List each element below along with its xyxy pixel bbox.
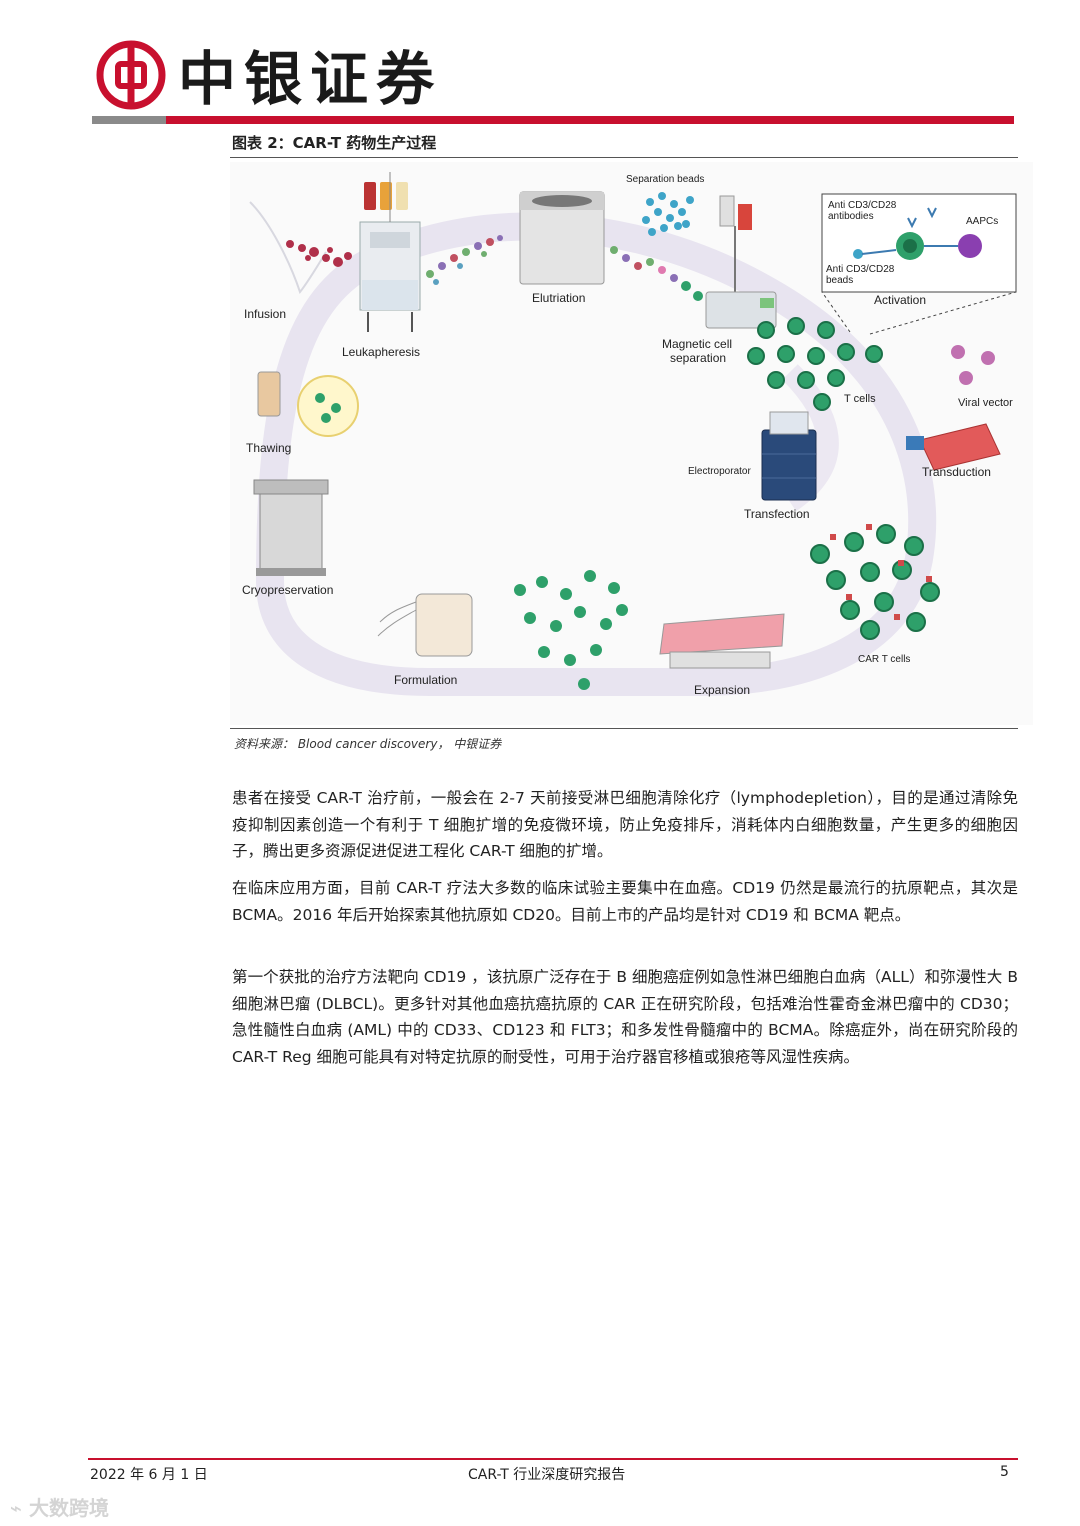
leukapheresis-machine xyxy=(360,172,420,332)
expansion-bioreactor xyxy=(660,614,784,668)
cart-process-diagram: Infusion Leukapheresis El xyxy=(230,162,1033,725)
label-t-cells: T cells xyxy=(844,393,876,405)
label-separation-beads: Separation beads xyxy=(626,174,704,185)
label-activation: Activation xyxy=(874,293,926,307)
label-anti-beads-2: beads xyxy=(826,275,853,286)
footer-rule xyxy=(88,1458,1018,1460)
figure-title: 图表 2：CAR-T 药物生产过程 xyxy=(232,132,436,153)
label-aapcs: AAPCs xyxy=(966,216,998,227)
label-leukapheresis: Leukapheresis xyxy=(342,345,420,359)
footer-report-title: CAR-T 行业深度研究报告 xyxy=(468,1464,625,1484)
cryopreservation-tank xyxy=(254,480,328,576)
label-magnetic-1: Magnetic cell xyxy=(662,337,732,351)
label-transduction: Transduction xyxy=(922,465,991,479)
watermark-text: 大数跨境 xyxy=(29,1496,109,1520)
label-elutriation: Elutriation xyxy=(532,291,585,305)
figure-top-rule xyxy=(230,157,1018,158)
figure-bottom-rule xyxy=(230,728,1018,729)
label-car-t-cells: CAR T cells xyxy=(858,654,910,665)
watermark-icon: ⌁ xyxy=(10,1496,29,1520)
label-expansion: Expansion xyxy=(694,683,750,697)
elutriation-centrifuge xyxy=(520,192,604,284)
brand-name: 中银证券 xyxy=(178,44,442,114)
label-transfection: Transfection xyxy=(744,507,810,521)
separation-beads-cluster xyxy=(642,192,694,236)
viral-vector-icons xyxy=(951,345,995,385)
formulation-bag xyxy=(378,594,472,656)
label-viral-vector: Viral vector xyxy=(958,397,1013,409)
label-thawing: Thawing xyxy=(246,441,291,455)
header-rule xyxy=(92,116,1014,124)
electroporator xyxy=(762,412,816,500)
footer-page-number: 5 xyxy=(1000,1464,1009,1480)
paragraph-clinical-application: 在临床应用方面，目前 CAR-T 疗法大多数的临床试验主要集中在血癌。CD19 … xyxy=(232,875,1018,928)
label-anti-antibodies-2: antibodies xyxy=(828,211,874,222)
footer-date: 2022 年 6 月 1 日 xyxy=(90,1464,208,1484)
label-formulation: Formulation xyxy=(394,673,457,687)
label-anti-antibodies-1: Anti CD3/CD28 xyxy=(828,200,897,211)
header-rule-accent xyxy=(92,116,166,124)
label-magnetic-2: separation xyxy=(670,351,726,365)
label-infusion: Infusion xyxy=(244,307,286,321)
paragraph-approved-targets: 第一个获批的治疗方法靶向 CD19 ，该抗原广泛存在于 B 细胞癌症例如急性淋巴… xyxy=(232,964,1018,1070)
label-cryopreservation: Cryopreservation xyxy=(242,583,333,597)
boc-logo xyxy=(96,40,166,110)
watermark: ⌁ 大数跨境 xyxy=(10,1492,109,1521)
label-anti-beads-1: Anti CD3/CD28 xyxy=(826,264,895,275)
paragraph-lymphodepletion: 患者在接受 CAR-T 治疗前，一般会在 2-7 天前接受淋巴细胞清除化疗（ly… xyxy=(232,785,1018,865)
figure-source: 资料来源： Blood cancer discovery， 中银证券 xyxy=(234,735,501,752)
label-electroporator: Electroporator xyxy=(688,466,751,477)
